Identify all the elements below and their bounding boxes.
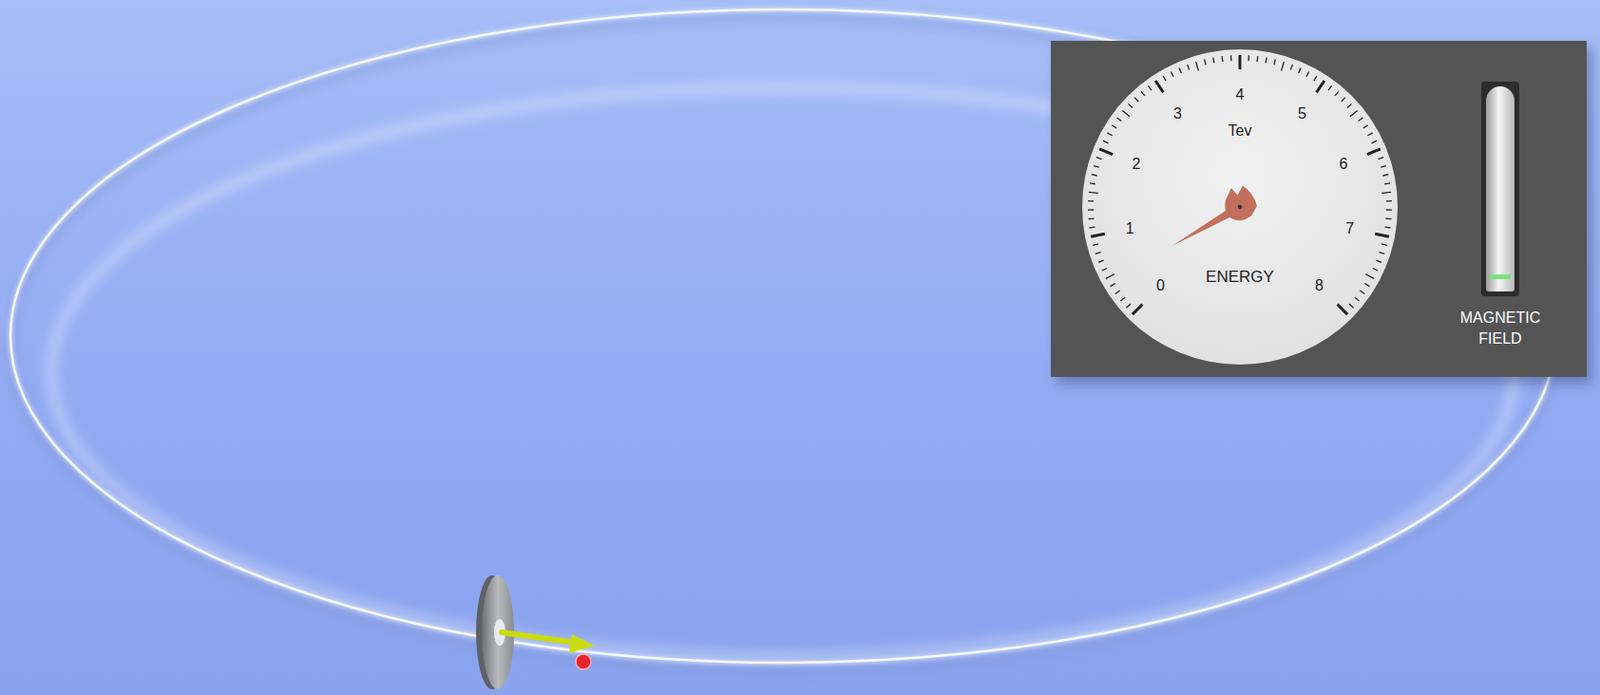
field-meter: MAGNETIC FIELD	[1444, 81, 1557, 350]
scale-number: 1	[1125, 220, 1135, 238]
instrument-panel	[1050, 40, 1587, 378]
scale-number: 7	[1345, 220, 1354, 238]
meter-label: MAGNETIC FIELD	[1444, 307, 1557, 350]
scale-number: 0	[1156, 277, 1165, 295]
scale-number: 4	[1236, 86, 1245, 104]
scale-number: 3	[1173, 105, 1182, 123]
dial-title: ENERGY	[1205, 267, 1275, 287]
scale-number: 8	[1314, 277, 1324, 295]
ring-glow	[10, 9, 1556, 664]
field-level	[1489, 274, 1511, 280]
field-bar	[1481, 81, 1520, 297]
energy-dial: TevENERGY 0 1 2 3 4 5 6 7 8	[1082, 49, 1398, 365]
acceleration-arrow	[501, 632, 595, 654]
dial-needle	[1161, 180, 1261, 258]
unit-label: Tev	[1228, 122, 1253, 140]
scale-number: 6	[1339, 155, 1349, 173]
scale-number: 5	[1297, 105, 1307, 123]
scale-number: 2	[1132, 155, 1142, 173]
proton-particle	[575, 654, 591, 670]
accelerator-ring	[10, 9, 1556, 664]
field-tube	[1485, 86, 1515, 292]
